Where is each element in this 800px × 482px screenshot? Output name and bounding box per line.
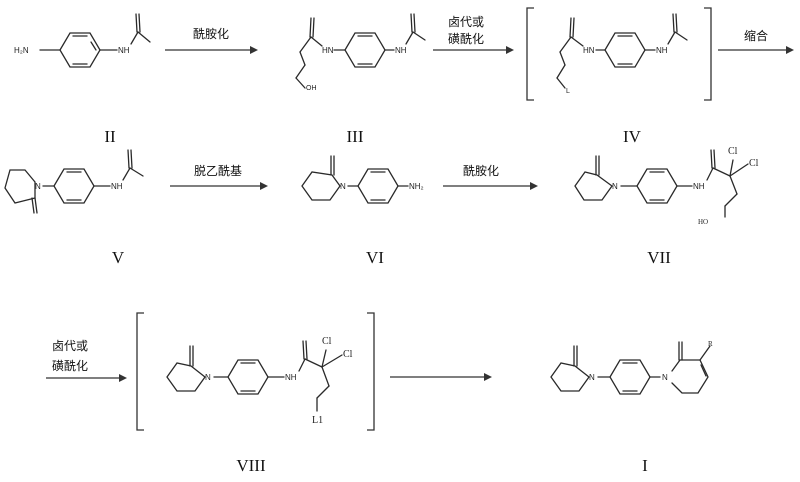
compound-viii-cl-label-1: Cl (322, 336, 332, 347)
compound-i-structure (550, 341, 711, 395)
compound-viii-nh-label: NH (285, 373, 297, 382)
reagent-halogenation-1: 卤代或 (448, 15, 484, 29)
compound-vii-structure (574, 149, 749, 218)
compound-iv-nh-label: NH (656, 46, 668, 55)
compound-label-i: I (642, 456, 648, 475)
reagent-condensation: 缩合 (744, 28, 768, 43)
arrow-step-6 (46, 374, 127, 382)
arrow-step-5 (443, 182, 538, 190)
compound-ii-structure (39, 13, 151, 68)
compound-i-n-label-2: N (662, 373, 668, 382)
compound-v-nh-label: NH (111, 182, 123, 191)
compound-vii-n-label: N (612, 182, 618, 191)
compound-label-ii: II (104, 127, 116, 146)
arrow-step-4 (170, 182, 268, 190)
reagent-amidation-1: 酰胺化 (193, 27, 229, 41)
compound-viii-n-label: N (205, 373, 211, 382)
compound-v-n-label: N (35, 182, 41, 191)
compound-iii-structure (295, 13, 426, 89)
reagent-halogenation-2: 卤代或 (52, 339, 88, 353)
compound-iii-hn-label: HN (322, 46, 334, 55)
compound-label-viii: VIII (236, 456, 266, 475)
compound-ii-amine-label: H₂N (14, 46, 29, 55)
compound-vii-ho-label: HO (698, 218, 708, 226)
compound-label-v: V (112, 248, 125, 267)
bracket-iv (526, 7, 712, 101)
arrow-step-3 (718, 46, 794, 54)
compound-label-vii: VII (647, 248, 671, 267)
compound-i-r-label: R (708, 340, 713, 348)
arrow-step-1 (165, 46, 258, 54)
compound-ii-amide-nh-label: NH (118, 46, 130, 55)
bracket-viii (136, 312, 375, 431)
compound-vii-nh-label: NH (693, 182, 705, 191)
compound-label-iii: III (347, 127, 364, 146)
compound-label-iv: IV (623, 127, 642, 146)
compound-i-n-label-1: N (589, 373, 595, 382)
compound-viii-structure (166, 340, 343, 412)
compound-vii-cl-label-1: Cl (728, 146, 738, 157)
compound-vii-cl-label-2: Cl (749, 158, 759, 169)
reagent-deacetylation: 脱乙酰基 (194, 163, 242, 178)
arrow-step-7 (390, 373, 492, 381)
reagent-sulfonylation-1: 磺酰化 (448, 32, 484, 46)
compound-v-structure (4, 149, 144, 214)
reagent-amidation-2: 酰胺化 (463, 164, 499, 178)
compound-iii-nh-label: NH (395, 46, 407, 55)
compound-viii-l1-label: L1 (312, 415, 323, 426)
compound-iii-oh-label: OH (306, 85, 317, 92)
compound-vi-structure (301, 155, 409, 204)
compound-vi-n-label: N (340, 182, 346, 191)
compound-iv-hn-label: HN (583, 46, 595, 55)
compound-iv-structure (556, 13, 688, 89)
compound-viii-cl-label-2: Cl (343, 349, 353, 360)
reagent-sulfonylation-2: 磺酰化 (52, 359, 88, 373)
compound-label-vi: VI (366, 248, 384, 267)
compound-vi-nh2-label: NH₂ (409, 182, 424, 191)
compound-iv-leaving-group-label: L (566, 88, 570, 95)
arrow-step-2 (433, 46, 514, 54)
